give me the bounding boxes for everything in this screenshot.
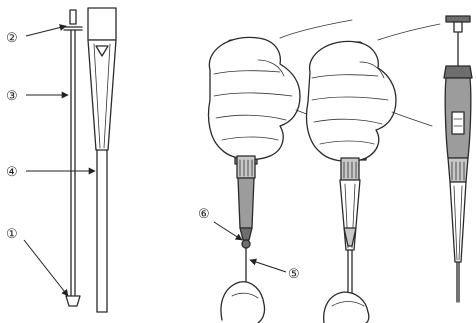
- label-3: ③: [6, 89, 18, 104]
- label-6: ⑥: [198, 207, 210, 222]
- fingers-bottom-2: [324, 292, 369, 323]
- tip-joint: [242, 240, 250, 248]
- plunger-rod: [64, 10, 82, 306]
- hand-2: [307, 41, 397, 161]
- capillary-tip: [88, 8, 116, 312]
- fingers-bottom: [221, 282, 265, 323]
- arrow-2: [26, 26, 66, 36]
- arrow-1: [24, 240, 68, 296]
- label-1: ①: [6, 227, 18, 242]
- assembled-pipette: [444, 16, 472, 302]
- label-2: ②: [6, 31, 18, 46]
- volume-window: [452, 112, 464, 134]
- pipette-in-hand-2: [307, 24, 441, 323]
- label-4: ④: [6, 165, 18, 180]
- arrow-5: [250, 260, 286, 272]
- label-5: ⑤: [288, 267, 300, 282]
- arrow-6: [214, 222, 242, 240]
- hand-1: [209, 37, 301, 159]
